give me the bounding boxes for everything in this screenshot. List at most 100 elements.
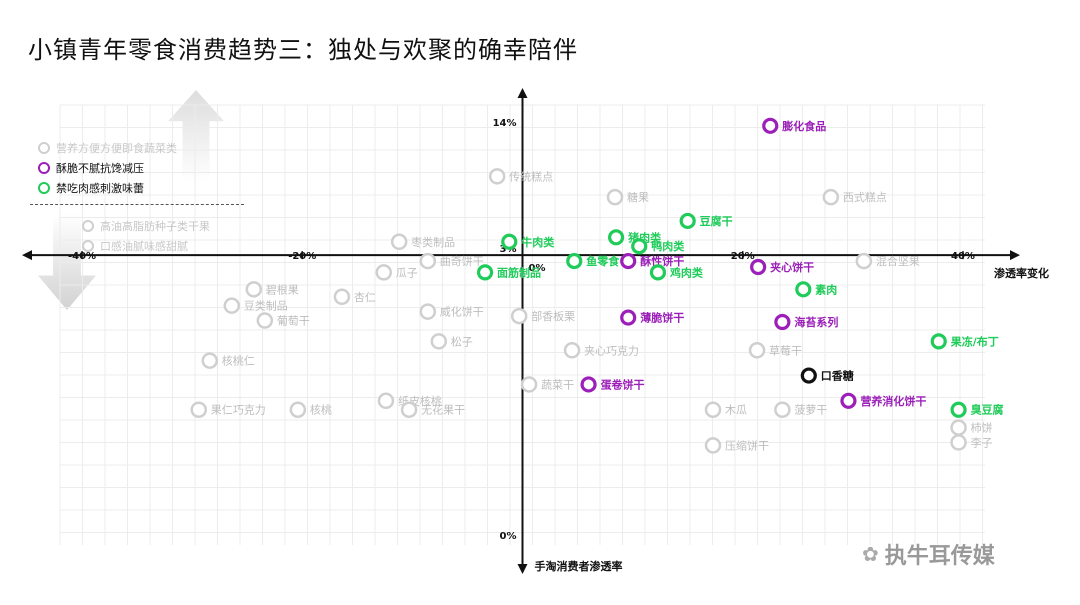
point-label: 薄脆饼干: [640, 311, 684, 325]
point-label: 牛肉类: [521, 235, 555, 249]
data-point: [774, 313, 791, 331]
watermark-text: 执牛耳传媒: [884, 544, 995, 569]
data-point: [563, 342, 581, 359]
point-label: 海苔系列: [794, 315, 838, 329]
data-point: [430, 333, 448, 350]
legend-item: 营养方便方便即食蔬菜类: [38, 138, 177, 158]
point-label: 草莓干: [769, 344, 802, 357]
y-axis-arrow-up: [517, 88, 528, 98]
point-label: 营养消化饼干: [860, 394, 926, 408]
data-point: [608, 229, 625, 246]
point-label: 柿饼: [971, 421, 993, 435]
data-point: [704, 401, 722, 418]
point-label: 果仁巧克力: [211, 404, 266, 417]
legend-item: 酥脆不腻抗馋减压: [38, 158, 177, 178]
point-label: 素肉: [815, 282, 837, 296]
grid: [59, 104, 985, 545]
data-point: [950, 434, 967, 451]
data-point: [419, 303, 437, 320]
data-point: [245, 281, 263, 298]
point-label: 糖果: [627, 190, 649, 204]
point-label: 杏仁: [354, 291, 376, 304]
point-label: 菠萝干: [794, 404, 827, 417]
point-label: 果冻/布丁: [950, 334, 999, 348]
point-label: 枣类制品: [411, 235, 455, 249]
x-tick-label: -40%: [68, 251, 96, 262]
point-label: 葡萄干: [277, 315, 310, 328]
data-point: [795, 281, 812, 298]
data-points: 膨化食品传统糕点糖果西式糕点豆腐干猪肉类牛肉类枣类制品鸭肉类鱼零食曲奇饼干酥性饼…: [190, 117, 1004, 454]
legend-label: 禁吃肉感刺激味蕾: [56, 182, 144, 195]
point-label: 酥性饼干: [640, 254, 684, 268]
data-point: [774, 401, 791, 418]
legend-divider: [30, 204, 244, 205]
x-axis-title: 渗透率变化: [994, 266, 1049, 280]
page-title: 小镇青年零食消费趋势三：独处与欢聚的确幸陪伴: [28, 36, 578, 64]
data-point: [750, 258, 767, 276]
legend-marker-icon: [38, 142, 50, 154]
legend-label: 酥脆不腻抗馋减压: [56, 162, 144, 175]
watermark: ✿ 执牛耳传媒: [862, 538, 995, 570]
point-label: 鸡肉类: [669, 265, 704, 279]
data-point: [400, 401, 418, 418]
data-point: [950, 401, 967, 418]
x-axis-arrow-right: [1010, 250, 1020, 261]
data-point: [580, 376, 597, 393]
point-label: 瓜子: [396, 266, 418, 279]
point-label: 鸭肉类: [651, 239, 685, 253]
x-tick-label: -20%: [288, 251, 316, 262]
data-point: [201, 352, 219, 369]
data-point: [620, 309, 637, 326]
point-label: 夹心饼干: [770, 260, 814, 274]
data-point: [566, 252, 583, 270]
data-point: [488, 168, 506, 185]
legend-item: 禁吃肉感刺激味蕾: [38, 178, 177, 198]
data-point: [606, 188, 624, 206]
legend-label: 营养方便方便即食蔬菜类: [56, 142, 177, 155]
point-label: 威化饼干: [440, 305, 484, 319]
point-label: 夹心巧克力: [584, 344, 639, 357]
legend-marker-icon: [82, 220, 94, 232]
data-point: [855, 252, 873, 270]
point-label: 核桃仁: [222, 354, 255, 368]
data-point: [510, 307, 528, 325]
x-tick-label: 40%: [951, 251, 975, 262]
point-label: 鱼零食: [586, 254, 620, 268]
legend-upper: 营养方便方便即食蔬菜类酥脆不腻抗馋减压禁吃肉感刺激味蕾: [38, 138, 177, 198]
data-point: [930, 333, 947, 350]
legend-lower: 高油高脂肪种子类干果口感油腻味感甜腻: [82, 216, 210, 256]
data-point: [289, 401, 307, 418]
data-point: [190, 401, 207, 418]
data-point: [620, 252, 637, 270]
legend-marker-icon: [82, 240, 94, 252]
data-point: [377, 392, 395, 410]
data-point: [501, 233, 518, 250]
y-axis-arrow-down: [517, 564, 528, 574]
point-label: 核桃: [310, 403, 332, 417]
legend-label: 口感油腻味感甜腻: [100, 240, 188, 253]
point-label: 李子: [971, 435, 993, 449]
data-point: [840, 392, 857, 409]
x-axis-arrow-left: [22, 250, 32, 261]
data-point: [631, 238, 648, 255]
data-point: [649, 264, 667, 281]
point-label: 蛋卷饼干: [601, 377, 645, 391]
point-label: 臭豆腐: [971, 403, 1004, 417]
point-label: 曲奇饼干: [440, 254, 484, 268]
data-point: [679, 212, 696, 230]
data-point: [390, 233, 408, 251]
wechat-icon: ✿: [862, 542, 879, 566]
data-point: [476, 264, 494, 281]
data-point: [256, 312, 274, 329]
legend-marker-icon: [38, 162, 50, 174]
point-label: 西式糕点: [843, 190, 887, 204]
point-label: 豆类制品: [244, 299, 288, 313]
legend-marker-icon: [38, 182, 50, 194]
data-point: [375, 264, 392, 281]
point-label: 混合坚果: [876, 254, 920, 268]
legend-item: 口感油腻味感甜腻: [82, 236, 210, 256]
point-label: 豆腐干: [700, 214, 733, 228]
legend-label: 高油高脂肪种子类干果: [100, 220, 210, 233]
point-label: 碧根果: [266, 282, 299, 296]
